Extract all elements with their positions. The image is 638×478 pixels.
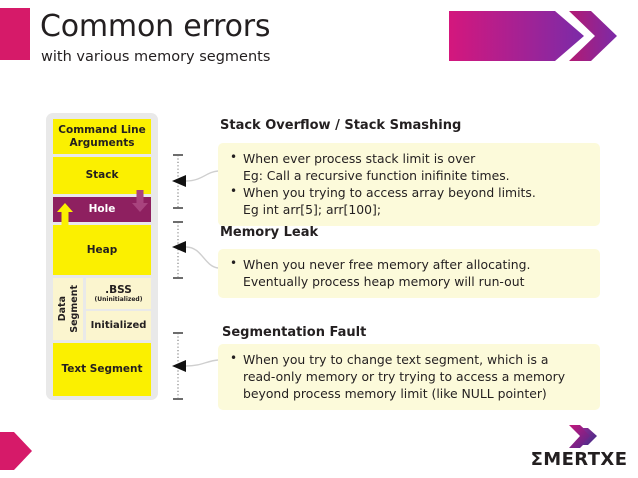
arrowhead-1-icon [172,175,186,187]
callout-item-sub: Eg int arr[5]; arr[100]; [243,202,382,217]
hole-label: Hole [88,203,116,215]
callout-box-segmentation-fault: When you try to change text segment, whi… [218,344,600,410]
data-segment-label: Data Segment [53,278,83,340]
cmdline-line2: Arguments [69,136,135,149]
memory-block-bss: .BSS (Uninitialized) [86,278,151,309]
callout-item: When ever process stack limit is over Eg… [230,149,590,184]
callout-item-sub: Eg: Call a recursive function inifinite … [243,168,510,183]
callout-heading-memory-leak: Memory Leak [220,225,319,240]
leader-line-2 [185,246,219,269]
memory-block-command-line-arguments: Command Line Arguments [53,119,151,154]
banner-body [449,11,584,61]
header-banner-arrow [449,11,617,61]
memory-layout-frame: Command Line Arguments Stack Hole Heap D… [46,113,158,400]
arrowhead-3-icon [172,360,186,372]
page-title: Common errors [40,9,271,44]
logo-chevron-icon [569,425,597,448]
memory-block-hole: Hole [53,190,151,225]
callout-item-main: When ever process stack limit is over [243,151,476,166]
callout-heading-stack-overflow: Stack Overflow / Stack Smashing [220,118,462,133]
page-subtitle: with various memory segments [41,49,271,65]
bracket-text-segment [173,332,183,400]
callout-item-sub: Eventually process heap memory will run-… [243,274,525,289]
memory-block-heap: Heap [53,225,151,275]
bss-title: .BSS [105,283,132,296]
callout-box-stack-overflow: When ever process stack limit is over Eg… [218,143,600,226]
callout-item: When you try to change text segment, whi… [230,350,590,402]
title-accent-bar [0,8,30,60]
data-segment-label-line1: Data [56,296,68,322]
callout-item: When you never free memory after allocat… [230,255,590,290]
leader-line-3 [185,359,219,367]
callout-item-sub2: beyond process memory limit (like NULL p… [243,386,547,401]
callout-item-main: When you try to change text segment, whi… [243,352,549,367]
bss-subtitle: (Uninitialized) [94,295,143,303]
footer-chevron-icon [0,432,32,470]
banner-chevron-icon [569,11,617,61]
arrow-up-icon [57,203,73,225]
arrowhead-2-icon [172,241,186,253]
memory-block-text-segment: Text Segment [53,343,151,396]
bracket-stack [173,154,183,209]
callout-box-memory-leak: When you never free memory after allocat… [218,249,600,298]
cmdline-line1: Command Line [58,123,146,136]
callout-item-sub: read-only memory or try trying to access… [243,369,566,384]
callout-item-main: When you trying to access array beyond l… [243,185,536,200]
bracket-heap [173,221,183,279]
memory-block-data-segment: Data Segment .BSS (Uninitialized) Initia… [53,278,151,340]
memory-block-initialized: Initialized [86,311,151,340]
callout-item: When you trying to access array beyond l… [230,183,590,218]
arrow-down-icon [132,190,148,212]
callout-heading-segmentation-fault: Segmentation Fault [222,325,367,340]
logo-wordmark: ΣMERTXE [530,449,628,470]
callout-item-main: When you never free memory after allocat… [243,257,531,272]
data-segment-sections: .BSS (Uninitialized) Initialized [86,278,151,340]
data-segment-label-line2: Segment [68,285,80,333]
memory-block-stack: Stack [53,157,151,194]
emertxe-logo: ΣMERTXE [527,424,631,474]
leader-line-1 [185,170,219,182]
